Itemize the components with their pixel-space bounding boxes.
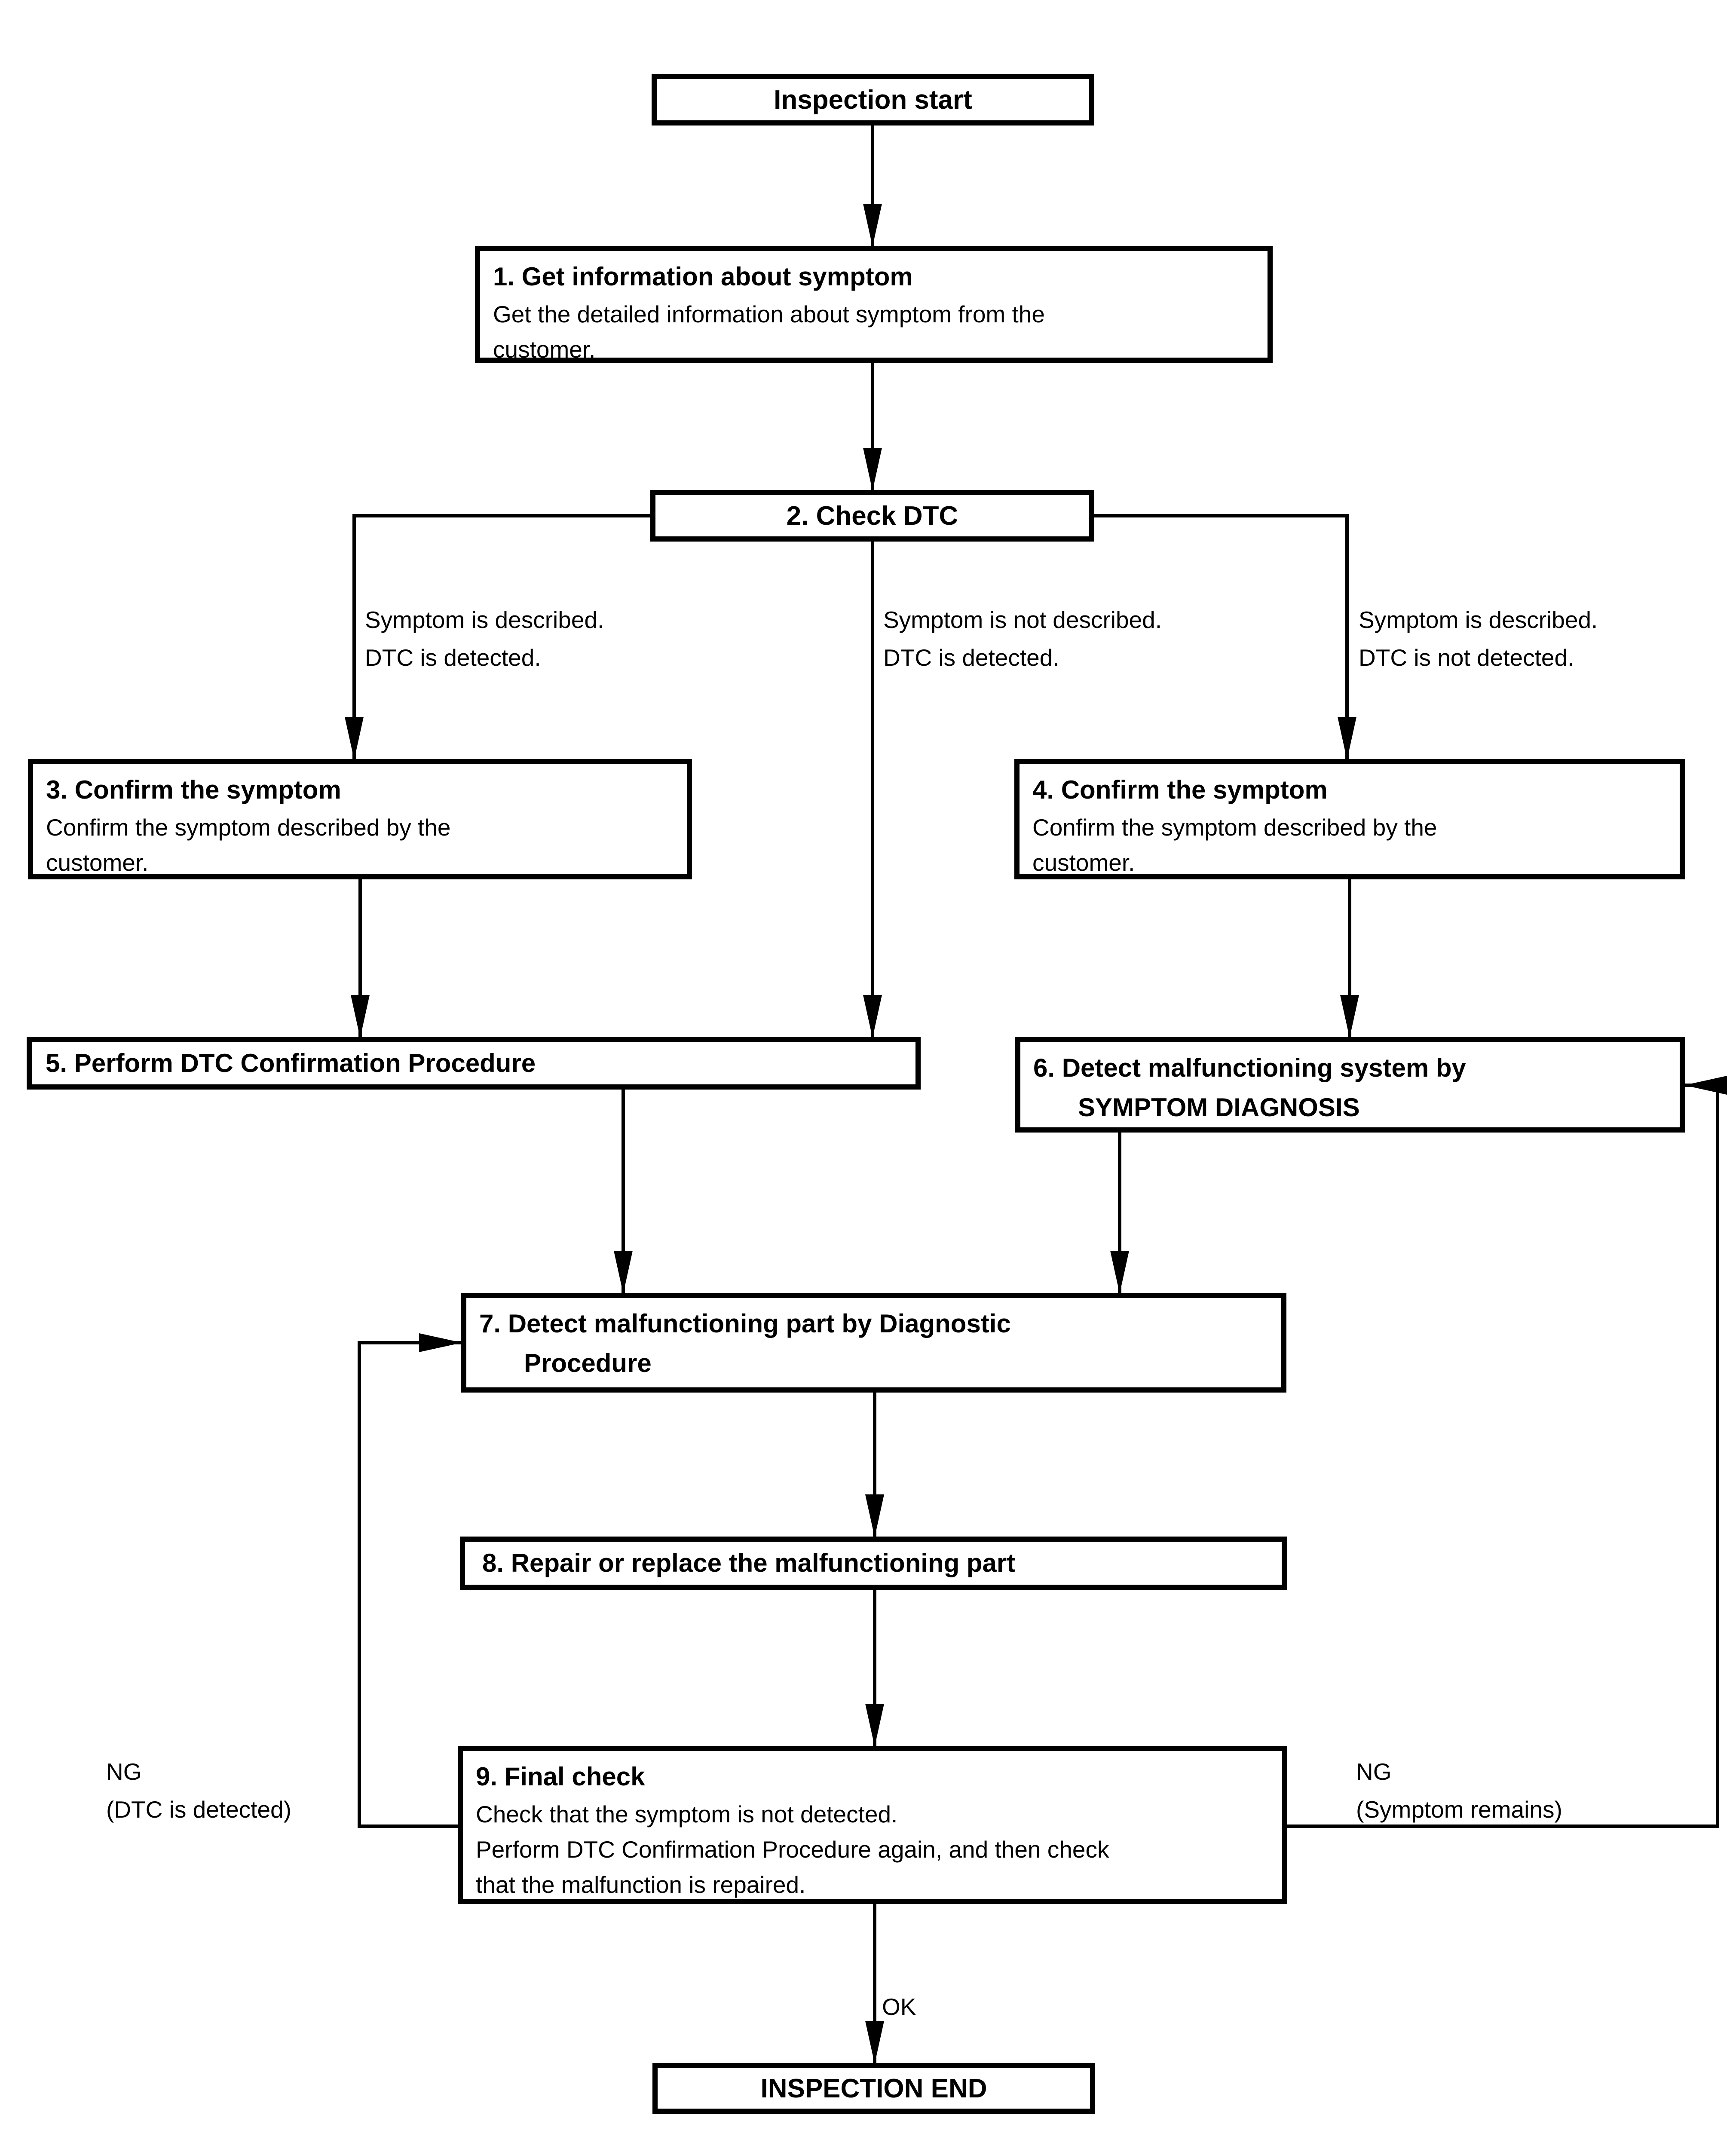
node-step9-title: 9. Final check bbox=[476, 1762, 645, 1791]
node-step1: 1. Get information about symptom Get the… bbox=[475, 246, 1273, 363]
edge-step2-step3 bbox=[345, 514, 650, 760]
node-step6-title-line2: SYMPTOM DIAGNOSIS bbox=[1078, 1093, 1360, 1122]
node-step5-title: 5. Perform DTC Confirmation Procedure bbox=[46, 1049, 536, 1078]
ng-left-label: NG (DTC is detected) bbox=[106, 1753, 291, 1828]
node-step6-title-line1: 6. Detect malfunctioning system by bbox=[1033, 1053, 1466, 1082]
node-step6: 6. Detect malfunctioning system by SYMPT… bbox=[1015, 1037, 1685, 1133]
node-inspection-end: INSPECTION END bbox=[652, 2063, 1095, 2114]
edge-step9-step7-ng bbox=[358, 1333, 462, 1828]
branch-label-left-line2: DTC is detected. bbox=[365, 644, 541, 671]
node-step7: 7. Detect malfunctioning part by Diagnos… bbox=[461, 1293, 1286, 1393]
ng-left-label-line2: (DTC is detected) bbox=[106, 1796, 291, 1823]
node-step4-title: 4. Confirm the symptom bbox=[1032, 775, 1328, 804]
branch-label-middle: Symptom is not described. DTC is detecte… bbox=[883, 601, 1162, 677]
node-step4-body: Confirm the symptom described by the cus… bbox=[1032, 814, 1437, 876]
branch-label-middle-line2: DTC is detected. bbox=[883, 644, 1059, 671]
edge-step9-step6-ng bbox=[1287, 1076, 1727, 1828]
branch-label-left: Symptom is described. DTC is detected. bbox=[365, 601, 604, 677]
node-step8: 8. Repair or replace the malfunctioning … bbox=[460, 1537, 1287, 1590]
branch-label-middle-line1: Symptom is not described. bbox=[883, 606, 1162, 633]
ok-label: OK bbox=[882, 1993, 916, 2020]
edge-step2-step4 bbox=[1094, 514, 1356, 760]
branch-label-right: Symptom is described. DTC is not detecte… bbox=[1359, 601, 1598, 677]
node-step2: 2. Check DTC bbox=[650, 490, 1094, 542]
ng-right-label-line2: (Symptom remains) bbox=[1356, 1796, 1562, 1823]
node-step1-body: Get the detailed information about sympt… bbox=[493, 301, 1045, 363]
branch-label-left-line1: Symptom is described. bbox=[365, 606, 604, 633]
node-inspection-start-label: Inspection start bbox=[774, 85, 972, 115]
node-step7-title-line2: Procedure bbox=[524, 1349, 652, 1378]
node-step2-title: 2. Check DTC bbox=[786, 501, 958, 531]
ng-right-label-line1: NG bbox=[1356, 1758, 1392, 1785]
node-step3-body: Confirm the symptom described by the cus… bbox=[46, 814, 451, 876]
node-step9-body-1: Check that the symptom is not detected. bbox=[476, 1801, 898, 1828]
branch-label-right-line2: DTC is not detected. bbox=[1359, 644, 1574, 671]
node-step1-title: 1. Get information about symptom bbox=[493, 262, 913, 291]
node-step3-title: 3. Confirm the symptom bbox=[46, 775, 341, 804]
node-step7-title-line1: 7. Detect malfunctioning part by Diagnos… bbox=[479, 1309, 1011, 1338]
node-inspection-end-label: INSPECTION END bbox=[760, 2073, 987, 2103]
node-step4: 4. Confirm the symptom Confirm the sympt… bbox=[1014, 759, 1685, 879]
node-step8-title: 8. Repair or replace the malfunctioning … bbox=[482, 1549, 1016, 1577]
ng-right-label: NG (Symptom remains) bbox=[1356, 1753, 1562, 1828]
node-inspection-start: Inspection start bbox=[652, 74, 1094, 126]
node-step9-body-2: Perform DTC Confirmation Procedure again… bbox=[476, 1836, 1109, 1898]
node-step3: 3. Confirm the symptom Confirm the sympt… bbox=[28, 759, 692, 879]
ng-left-label-line1: NG bbox=[106, 1758, 142, 1785]
branch-label-right-line1: Symptom is described. bbox=[1359, 606, 1598, 633]
node-step5: 5. Perform DTC Confirmation Procedure bbox=[27, 1037, 921, 1090]
node-step9: 9. Final check Check that the symptom is… bbox=[458, 1746, 1287, 1904]
